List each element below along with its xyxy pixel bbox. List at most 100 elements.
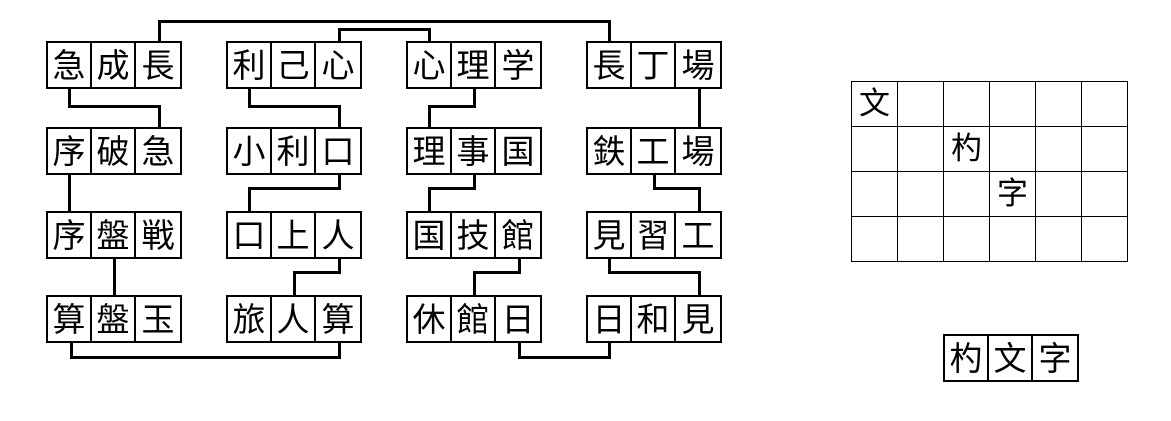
kanji-cell[interactable]: 成	[92, 43, 136, 87]
kanji-cell[interactable]: 長	[588, 43, 632, 87]
kanji-cell[interactable]: 急	[48, 43, 92, 87]
answer-kanji-cell[interactable]: 杓	[945, 336, 989, 380]
kanji-cell[interactable]: 館	[496, 213, 540, 257]
connector-segment	[608, 255, 611, 273]
grid-cell-empty[interactable]	[944, 217, 990, 262]
kanji-cell[interactable]: 序	[48, 213, 92, 257]
answer-kanji-cell[interactable]: 文	[989, 336, 1033, 380]
kanji-cell[interactable]: 長	[136, 43, 180, 87]
kanji-cell[interactable]: 工	[632, 129, 676, 173]
kanji-cell[interactable]: 国	[408, 213, 452, 257]
kanji-cell[interactable]: 日	[588, 297, 632, 341]
kanji-cell[interactable]: 上	[272, 213, 316, 257]
word-box[interactable]: 利己心	[226, 41, 362, 89]
kanji-cell[interactable]: 小	[228, 129, 272, 173]
kanji-cell[interactable]: 人	[316, 213, 360, 257]
kanji-cell[interactable]: 技	[452, 213, 496, 257]
kanji-cell[interactable]: 和	[632, 297, 676, 341]
connector-segment	[518, 356, 611, 359]
grid-cell-empty[interactable]	[898, 172, 944, 217]
kanji-cell[interactable]: 算	[316, 297, 360, 341]
grid-cell-empty[interactable]	[990, 127, 1036, 172]
word-box[interactable]: 見習工	[586, 211, 722, 259]
kanji-cell[interactable]: 学	[496, 43, 540, 87]
grid-cell-empty[interactable]	[944, 82, 990, 127]
word-box[interactable]: 国技館	[406, 211, 542, 259]
kanji-cell[interactable]: 旅	[228, 297, 272, 341]
grid-cell-empty[interactable]	[1036, 172, 1082, 217]
answer-kanji-cell[interactable]: 字	[1033, 336, 1077, 380]
grid-cell-filled[interactable]: 文	[852, 82, 898, 127]
kanji-cell[interactable]: 玉	[136, 297, 180, 341]
kanji-cell[interactable]: 利	[228, 43, 272, 87]
kanji-cell[interactable]: 休	[408, 297, 452, 341]
kanji-cell[interactable]: 人	[272, 297, 316, 341]
kanji-cell[interactable]: 場	[676, 43, 720, 87]
connector-segment	[338, 28, 341, 43]
connector-segment	[158, 105, 161, 129]
grid-cell-empty[interactable]	[898, 82, 944, 127]
kanji-cell[interactable]: 口	[228, 213, 272, 257]
grid-cell-empty[interactable]	[852, 217, 898, 262]
grid-cell-empty[interactable]	[898, 217, 944, 262]
grid-cell-empty[interactable]	[990, 217, 1036, 262]
kanji-cell[interactable]: 盤	[92, 297, 136, 341]
kanji-cell[interactable]: 心	[316, 43, 360, 87]
grid-cell-empty[interactable]	[1082, 172, 1128, 217]
kanji-cell[interactable]: 見	[588, 213, 632, 257]
grid-cell-empty[interactable]	[944, 172, 990, 217]
grid-cell-empty[interactable]	[852, 127, 898, 172]
grid-cell-filled[interactable]: 字	[990, 172, 1036, 217]
grid-cell-empty[interactable]	[1082, 127, 1128, 172]
kanji-cell[interactable]: 急	[136, 129, 180, 173]
kanji-cell[interactable]: 習	[632, 213, 676, 257]
word-box[interactable]: 算盤玉	[46, 295, 182, 343]
grid-cell-empty[interactable]	[1082, 217, 1128, 262]
kanji-cell[interactable]: 利	[272, 129, 316, 173]
word-box[interactable]: 序破急	[46, 127, 182, 175]
word-box[interactable]: 口上人	[226, 211, 362, 259]
kanji-cell[interactable]: 館	[452, 297, 496, 341]
answer-grid[interactable]: 文杓字	[851, 81, 1128, 262]
word-box[interactable]: 旅人算	[226, 295, 362, 343]
grid-cell-empty[interactable]	[990, 82, 1036, 127]
answer-word-box[interactable]: 杓文字	[943, 334, 1079, 382]
kanji-cell[interactable]: 戦	[136, 213, 180, 257]
kanji-cell[interactable]: 丁	[632, 43, 676, 87]
word-box[interactable]: 心理学	[406, 41, 542, 89]
grid-cell-empty[interactable]	[852, 172, 898, 217]
word-box[interactable]: 急成長	[46, 41, 182, 89]
grid-cell-empty[interactable]	[1036, 82, 1082, 127]
kanji-cell[interactable]: 見	[676, 297, 720, 341]
grid-cell-filled[interactable]: 杓	[944, 127, 990, 172]
kanji-cell[interactable]: 理	[452, 43, 496, 87]
connector-segment	[158, 20, 611, 23]
kanji-cell[interactable]: 口	[316, 129, 360, 173]
grid-cell-empty[interactable]	[1082, 82, 1128, 127]
kanji-cell[interactable]: 序	[48, 129, 92, 173]
kanji-cell[interactable]: 盤	[92, 213, 136, 257]
connector-segment	[68, 171, 71, 213]
word-box[interactable]: 理事国	[406, 127, 542, 175]
word-box[interactable]: 小利口	[226, 127, 362, 175]
kanji-cell[interactable]: 算	[48, 297, 92, 341]
grid-cell-empty[interactable]	[1036, 127, 1082, 172]
kanji-cell[interactable]: 鉄	[588, 129, 632, 173]
grid-cell-empty[interactable]	[1036, 217, 1082, 262]
word-box[interactable]: 長丁場	[586, 41, 722, 89]
kanji-cell[interactable]: 心	[408, 43, 452, 87]
grid-cell-empty[interactable]	[898, 127, 944, 172]
kanji-cell[interactable]: 事	[452, 129, 496, 173]
word-box[interactable]: 鉄工場	[586, 127, 722, 175]
word-box[interactable]: 日和見	[586, 295, 722, 343]
word-box[interactable]: 休館日	[406, 295, 542, 343]
kanji-cell[interactable]: 国	[496, 129, 540, 173]
kanji-cell[interactable]: 理	[408, 129, 452, 173]
kanji-cell[interactable]: 工	[676, 213, 720, 257]
word-box[interactable]: 序盤戦	[46, 211, 182, 259]
kanji-cell[interactable]: 日	[496, 297, 540, 341]
kanji-cell[interactable]: 場	[676, 129, 720, 173]
kanji-cell[interactable]: 己	[272, 43, 316, 87]
kanji-cell[interactable]: 破	[92, 129, 136, 173]
